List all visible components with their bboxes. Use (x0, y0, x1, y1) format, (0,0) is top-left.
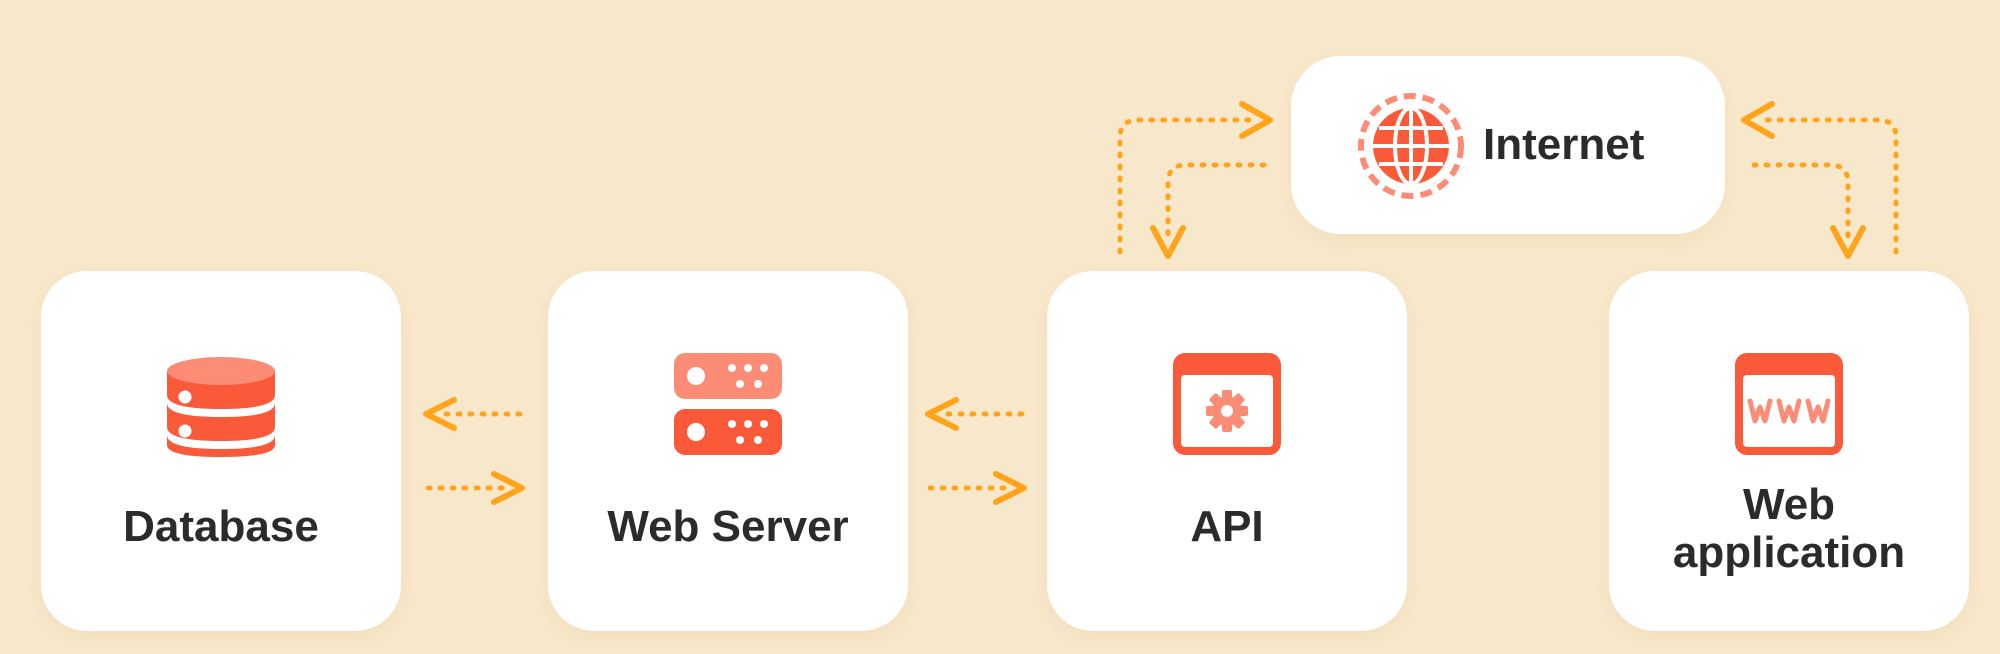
server-icon (674, 353, 782, 455)
api-label: API (1190, 502, 1264, 551)
globe-icon (1358, 93, 1464, 199)
web-application-label-line1: Web (1742, 480, 1836, 529)
arrow-api-to-webserver (925, 397, 1025, 431)
database-node: Database (41, 271, 401, 631)
arrow-webapp-to-internet (1741, 101, 1899, 255)
web-server-node: Web Server (548, 271, 908, 631)
database-icon (167, 357, 275, 457)
arrow-webserver-to-database (423, 397, 523, 431)
arrow-database-to-webserver (425, 471, 525, 505)
api-node: API (1047, 271, 1407, 631)
web-server-label: Web Server (607, 502, 849, 551)
arrow-internet-to-webapp (1751, 162, 1866, 259)
www-browser-icon (1735, 353, 1843, 455)
internet-label: Internet (1483, 120, 1645, 169)
arrow-internet-to-api (1150, 162, 1267, 259)
web-application-node: Web application (1609, 271, 1969, 631)
arrow-webserver-to-api (927, 471, 1027, 505)
database-label: Database (123, 502, 319, 551)
api-gear-window-icon (1173, 353, 1281, 455)
internet-node: Internet (1291, 56, 1725, 234)
web-application-label-line2: application (1672, 528, 1906, 577)
arrow-api-to-internet (1117, 101, 1273, 255)
web-application-label: Web application (1609, 481, 1969, 577)
